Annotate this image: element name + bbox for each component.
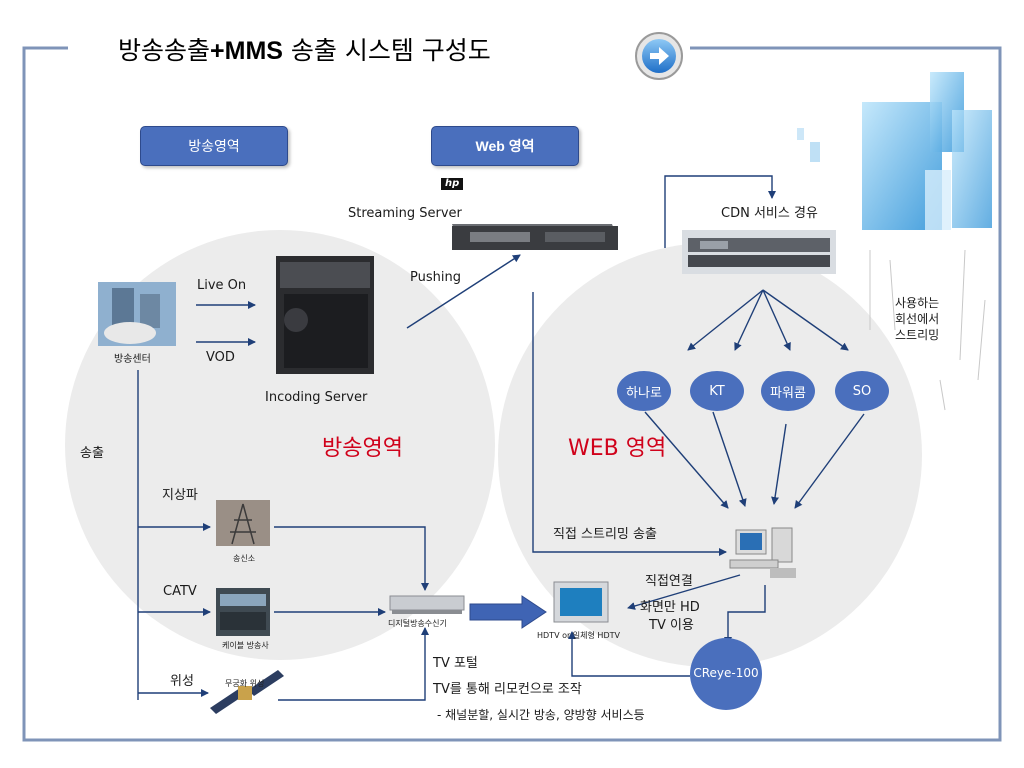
screen-hd-label: 화면만 HD <box>640 600 700 615</box>
page-title: 방송송출+MMS 송출 시스템 구성도 <box>118 36 491 66</box>
slide-frame <box>22 46 1002 742</box>
web-zone <box>498 243 922 667</box>
hp-logo: hp <box>441 178 464 190</box>
catv-label: CATV <box>163 584 197 599</box>
tv-portal-services: - 채널분할, 실시간 방송, 양방향 서비스등 <box>437 708 645 722</box>
satellite-label: 위성 <box>170 674 194 689</box>
side-note-line3: 스트리밍 <box>895 328 940 342</box>
satellite-image <box>210 670 284 714</box>
transmitter-image <box>216 500 270 546</box>
side-note: 사용하는 회선에서 스트리밍 <box>895 295 939 343</box>
direct-connect-label: 직접연결 <box>645 574 693 589</box>
title-prefix: 방송송출 <box>118 36 211 65</box>
tv-portal-title: TV 포털 <box>433 656 478 671</box>
title-bold: +MMS <box>210 37 283 65</box>
direct-streaming-label: 직접 스트리밍 송출 <box>553 527 657 542</box>
receiver-to-tv-arrow <box>469 595 547 629</box>
satellite-name-label: 무궁화 위성 <box>225 679 265 688</box>
incoding-server-image <box>276 256 374 374</box>
creye-label: CReye-100 <box>693 666 759 680</box>
cable-station-label: 케이블 방송사 <box>222 641 269 650</box>
tv-use-label: TV 이용 <box>649 618 694 633</box>
cable-station-image <box>216 588 270 636</box>
title-suffix: 송출 시스템 구성도 <box>282 36 491 65</box>
decorative-cubes <box>797 72 992 411</box>
isp-node-so: SO <box>835 371 889 411</box>
transmitter-label: 송신소 <box>233 554 256 563</box>
isp-node-powercomm: 파워콤 <box>761 371 815 411</box>
cdn-server-image <box>682 230 836 274</box>
receiver-image <box>389 595 465 614</box>
tv-portal-remote: TV를 통해 리모컨으로 조작 <box>433 682 582 697</box>
side-note-line2: 회선에서 <box>895 312 940 326</box>
songchul-label: 송출 <box>80 446 104 461</box>
isp-node-kt: KT <box>690 371 744 411</box>
broadcast-center-image <box>98 282 176 346</box>
web-zone-pill: Web 영역 <box>431 126 579 166</box>
hdtv-image <box>553 581 609 623</box>
web-zone-label: WEB 영역 <box>568 436 667 461</box>
receiver-label: 디지털방송수신기 <box>388 619 447 628</box>
streaming-server-image <box>452 224 618 250</box>
streaming-server-label: Streaming Server <box>348 206 462 221</box>
pushing-label: Pushing <box>410 270 461 285</box>
creye-circle <box>690 638 762 710</box>
live-on-label: Live On <box>197 278 247 293</box>
terrestrial-label: 지상파 <box>162 488 198 503</box>
broadcast-zone-pill: 방송영역 <box>140 126 288 166</box>
pc-image <box>729 527 796 578</box>
side-note-line1: 사용하는 <box>895 296 940 310</box>
broadcast-zone-label: 방송영역 <box>322 436 403 461</box>
next-arrow-icon <box>635 32 683 80</box>
vod-label: VOD <box>206 350 235 365</box>
broadcast-center-label: 방송센터 <box>114 354 151 365</box>
isp-node-hanaro: 하나로 <box>617 371 671 411</box>
hdtv-label: HDTV or 일체형 HDTV <box>537 631 620 640</box>
cdn-label: CDN 서비스 경유 <box>721 206 818 221</box>
incoding-server-label: Incoding Server <box>265 390 368 405</box>
